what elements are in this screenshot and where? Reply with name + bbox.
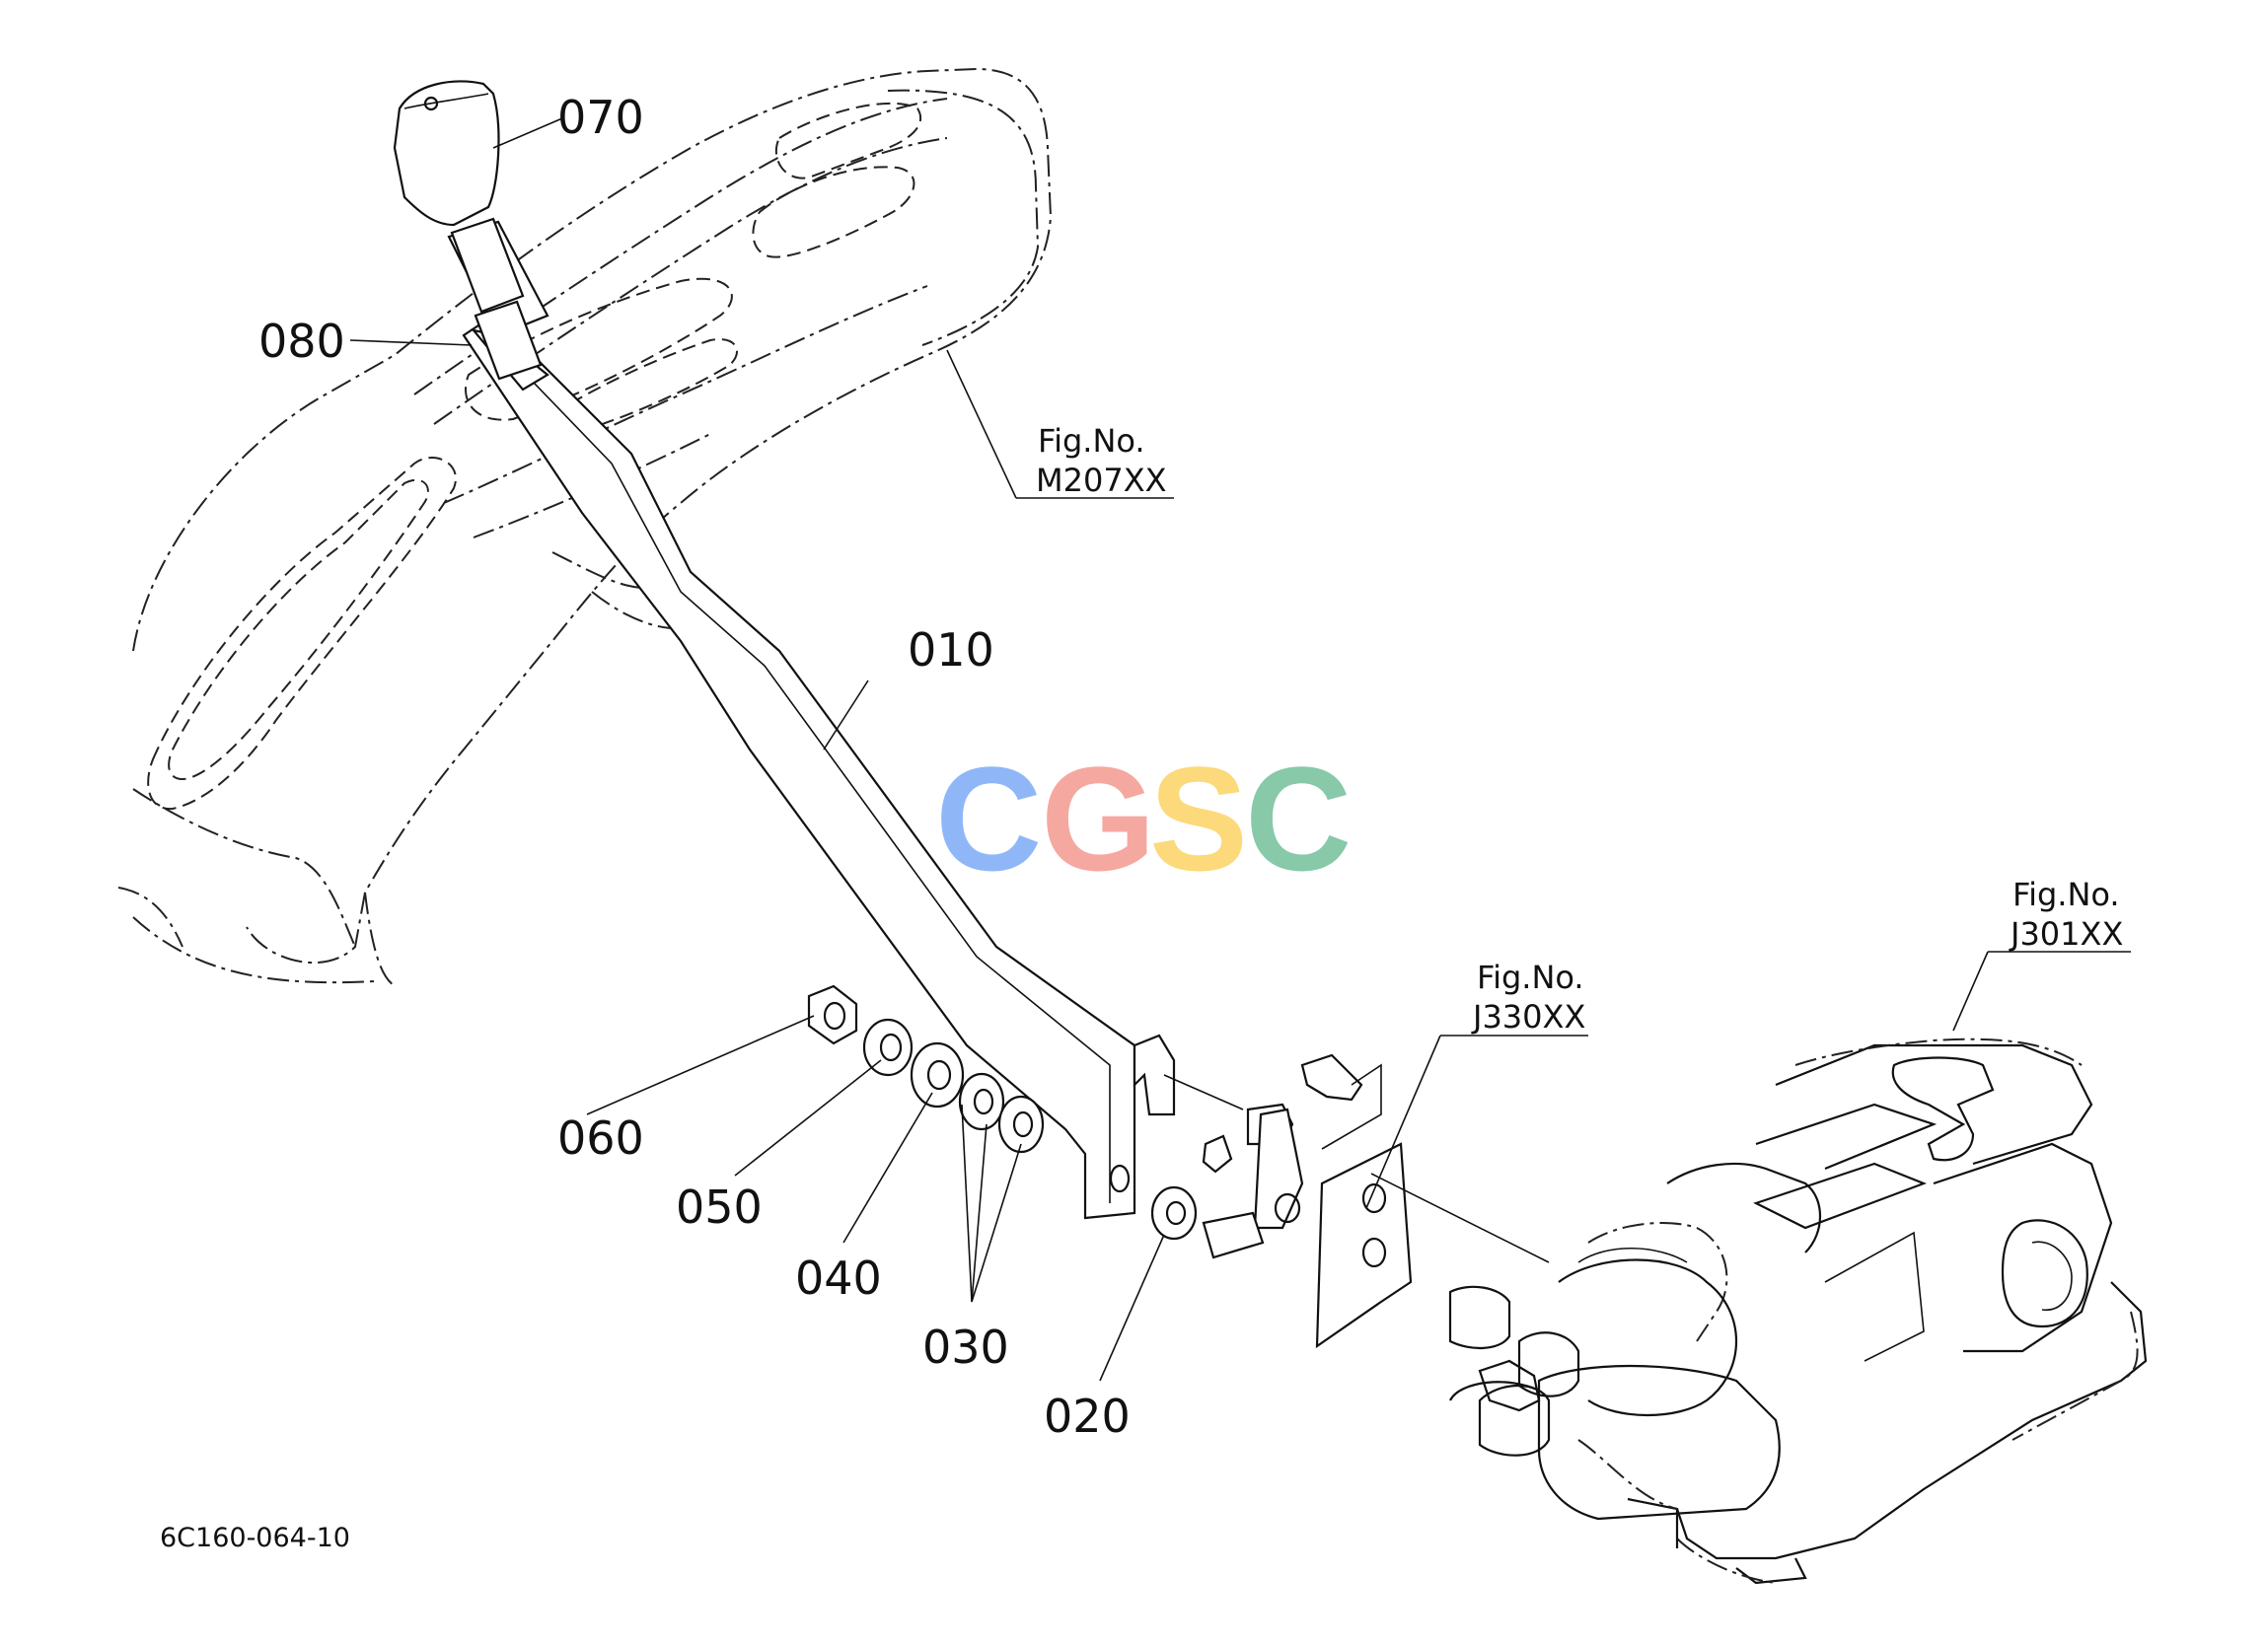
fig-ref-caption-1: Fig.No. — [1038, 422, 1145, 460]
part-label-070: 070 — [557, 91, 644, 144]
part-label-080: 080 — [258, 315, 345, 368]
sleeve-080 — [450, 217, 543, 381]
grip-070 — [393, 80, 500, 227]
hardware-stack — [807, 984, 1198, 1241]
diagram-code: 6C160-064-10 — [160, 1523, 350, 1553]
part-labels: 070 080 010 060 050 040 030 020 — [258, 91, 1131, 1443]
part-label-060: 060 — [557, 1111, 644, 1165]
bracket-assembly — [1163, 1053, 1550, 1349]
part-label-030: 030 — [922, 1321, 1009, 1374]
part-label-050: 050 — [676, 1181, 763, 1234]
figure-refs: Fig.No. M207XX Fig.No. J330XX Fig.No. J3… — [1036, 422, 2123, 1036]
fig-ref-caption-3: Fig.No. — [2012, 876, 2120, 913]
fig-ref-caption-2: Fig.No. — [1477, 959, 1584, 996]
watermark: C G S C — [935, 736, 1352, 901]
part-label-020: 020 — [1044, 1390, 1131, 1443]
fig-ref-code-2: J330XX — [1471, 998, 1585, 1036]
lever-010 — [447, 220, 1176, 1220]
fig-ref-code-1: M207XX — [1036, 462, 1167, 499]
watermark-letter-4: C — [1245, 736, 1352, 901]
part-label-010: 010 — [908, 623, 994, 677]
watermark-letter-2: G — [1041, 736, 1156, 901]
watermark-letter-1: C — [935, 736, 1042, 901]
part-label-040: 040 — [795, 1252, 882, 1305]
watermark-letter-3: S — [1149, 736, 1248, 901]
fig-ref-code-3: J301XX — [2009, 915, 2123, 953]
transmission-housing — [1448, 1038, 2148, 1585]
leader-lines — [349, 117, 2131, 1382]
